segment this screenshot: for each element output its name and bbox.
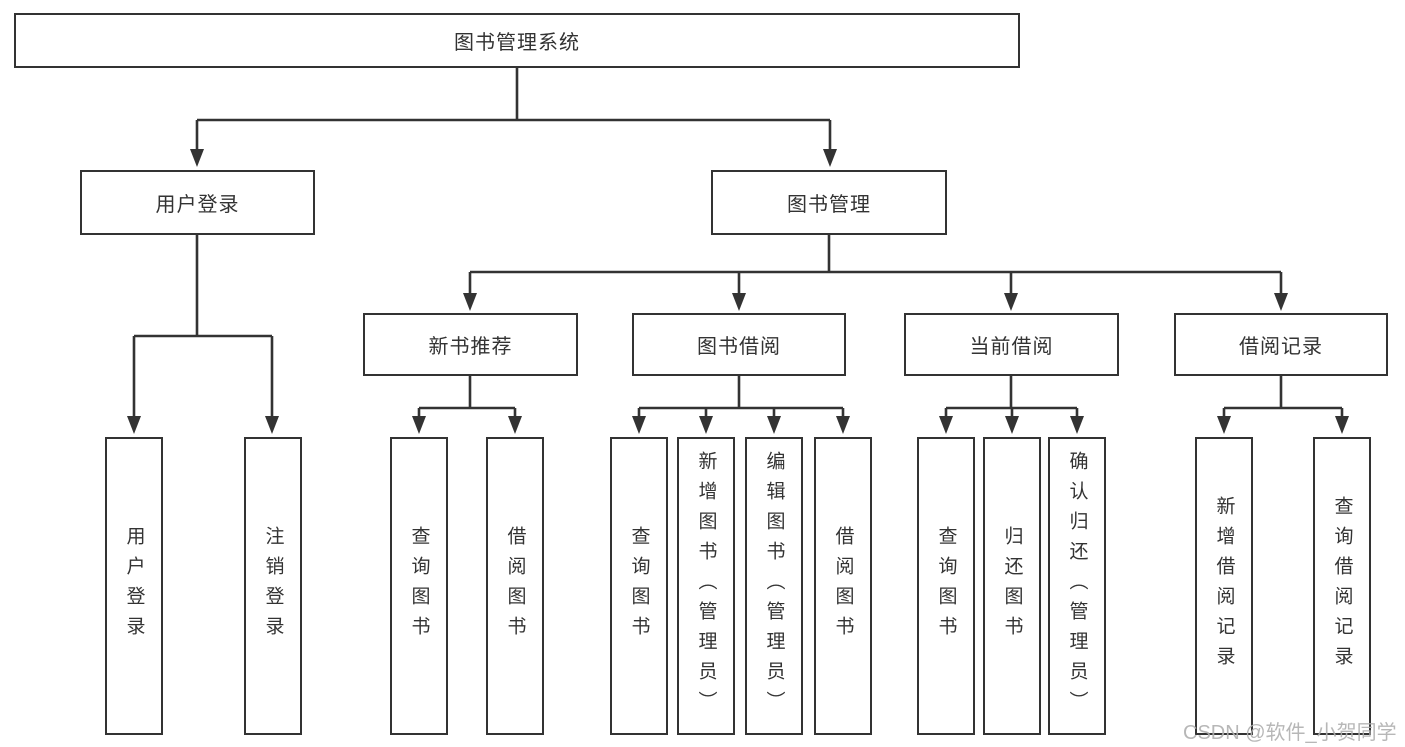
connector-line <box>1222 376 1344 420</box>
arrow-down-marker <box>127 416 141 434</box>
arrow-down-marker <box>1070 416 1084 434</box>
connector-line <box>637 376 845 420</box>
connector-book-management-children <box>463 235 1288 311</box>
connector-borrow-record-children <box>1217 376 1349 434</box>
connector-user-login-children <box>127 235 279 434</box>
node-user-login: 用户登录 <box>80 170 315 235</box>
arrow-down-marker <box>265 416 279 434</box>
node-leaf-recommend-query-books: 查询图书 <box>390 437 448 735</box>
connector-line <box>195 68 832 153</box>
connector-line <box>132 235 274 420</box>
connector-root-children <box>190 68 837 167</box>
arrow-down-marker <box>1274 293 1288 311</box>
connector-line <box>417 376 517 420</box>
node-leaf-recommend-borrow-books: 借阅图书 <box>486 437 544 735</box>
node-current-borrow: 当前借阅 <box>904 313 1119 376</box>
node-book-management: 图书管理 <box>711 170 947 235</box>
arrow-down-marker <box>190 149 204 167</box>
arrow-down-marker <box>732 293 746 311</box>
node-new-book-recommend: 新书推荐 <box>363 313 578 376</box>
node-root: 图书管理系统 <box>14 13 1020 68</box>
node-leaf-current-confirm-return-admin: 确认归还（管理员） <box>1048 437 1106 735</box>
arrow-down-marker <box>823 149 837 167</box>
arrow-down-marker <box>508 416 522 434</box>
node-leaf-current-return-books: 归还图书 <box>983 437 1041 735</box>
node-leaf-borrow-add-books-admin: 新增图书（管理员） <box>677 437 735 735</box>
arrow-down-marker <box>1217 416 1231 434</box>
node-leaf-borrow-borrow-books: 借阅图书 <box>814 437 872 735</box>
arrow-down-marker <box>836 416 850 434</box>
connector-line <box>468 235 1283 297</box>
arrow-down-marker <box>632 416 646 434</box>
node-leaf-record-add-borrow-record: 新增借阅记录 <box>1195 437 1253 735</box>
node-leaf-borrow-edit-books-admin: 编辑图书（管理员） <box>745 437 803 735</box>
node-leaf-logout: 注销登录 <box>244 437 302 735</box>
arrow-down-marker <box>1335 416 1349 434</box>
arrow-down-marker <box>1004 293 1018 311</box>
node-leaf-record-query-borrow-record: 查询借阅记录 <box>1313 437 1371 735</box>
arrow-down-marker <box>463 293 477 311</box>
connector-book-borrow-children <box>632 376 850 434</box>
arrow-down-marker <box>1005 416 1019 434</box>
connector-new-book-recommend-children <box>412 376 522 434</box>
arrow-down-marker <box>939 416 953 434</box>
node-leaf-current-query-books: 查询图书 <box>917 437 975 735</box>
node-borrow-record: 借阅记录 <box>1174 313 1388 376</box>
connector-current-borrow-children <box>939 376 1084 434</box>
node-book-borrow: 图书借阅 <box>632 313 846 376</box>
node-leaf-user-login: 用户登录 <box>105 437 163 735</box>
node-leaf-borrow-query-books: 查询图书 <box>610 437 668 735</box>
csdn-watermark: CSDN @软件_小贺同学 <box>1183 722 1397 744</box>
arrow-down-marker <box>412 416 426 434</box>
arrow-down-marker <box>767 416 781 434</box>
arrow-down-marker <box>699 416 713 434</box>
connector-line <box>944 376 1079 420</box>
